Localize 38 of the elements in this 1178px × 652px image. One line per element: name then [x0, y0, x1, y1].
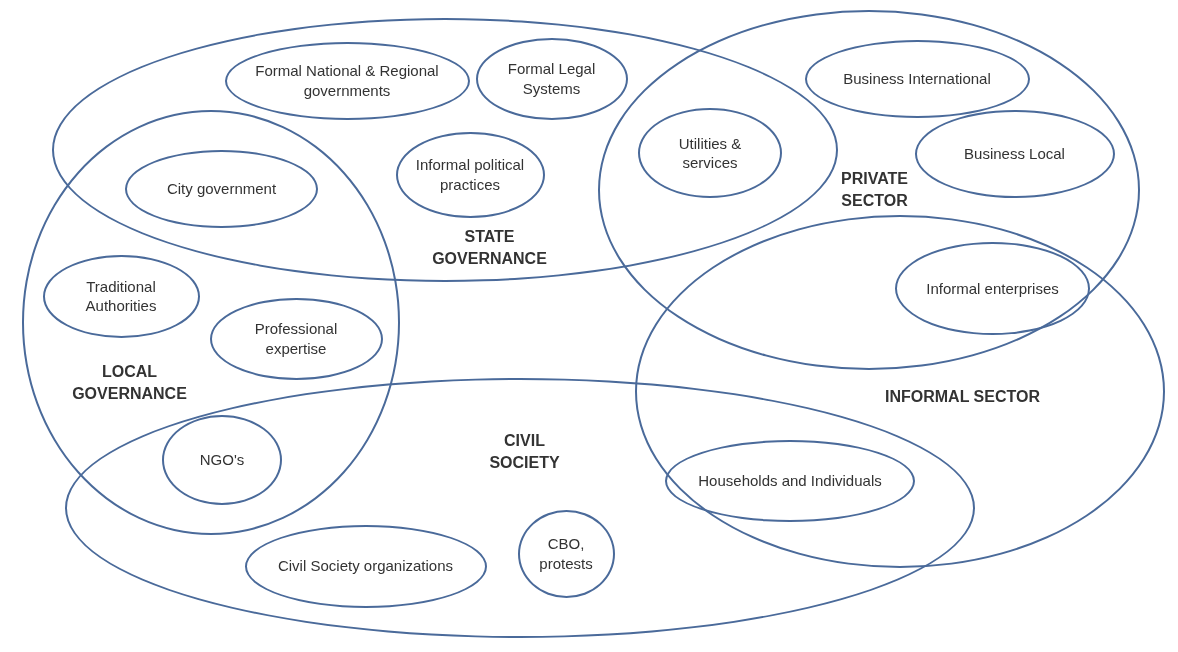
item-ellipse — [224, 41, 470, 120]
item-ellipse — [244, 524, 487, 608]
set-title: LOCAL GOVERNANCE — [71, 361, 188, 404]
item-label: Formal National & Regional governments — [254, 61, 440, 100]
set-title: INFORMAL SECTOR — [884, 386, 1041, 407]
set-ellipse — [635, 215, 1165, 568]
set-ellipse — [65, 378, 975, 638]
item-ellipse — [895, 242, 1090, 335]
item-ellipse — [475, 37, 628, 120]
item-ellipse — [517, 509, 615, 598]
set-title: PRIVATE SECTOR — [840, 168, 909, 211]
item-label: NGO's — [198, 450, 246, 470]
item-label: Business Local — [963, 143, 1066, 164]
item-label: Formal Legal Systems — [506, 59, 597, 98]
item-label: CBO, protests — [538, 534, 594, 573]
set-ellipse — [598, 10, 1140, 370]
set-ellipse — [22, 110, 400, 535]
item-ellipse — [395, 131, 545, 218]
item-ellipse — [125, 150, 318, 228]
set-title: STATE GOVERNANCE — [431, 226, 548, 269]
item-ellipse — [42, 254, 200, 338]
set-ellipse — [52, 18, 838, 282]
item-ellipse — [665, 440, 915, 522]
item-ellipse — [162, 415, 282, 505]
item-label: Professional expertise — [253, 319, 339, 358]
item-ellipse — [914, 109, 1115, 198]
item-label: Households and Individuals — [697, 471, 883, 491]
item-label: City government — [165, 179, 278, 199]
set-title: CIVIL SOCIETY — [488, 430, 561, 473]
item-label: Informal enterprises — [925, 278, 1060, 299]
item-label: Business International — [842, 68, 992, 89]
item-ellipse — [804, 39, 1030, 118]
item-label: Traditional Authorities — [84, 276, 158, 316]
item-label: Civil Society organizations — [276, 556, 455, 576]
item-ellipse — [209, 297, 383, 380]
item-ellipse — [638, 108, 782, 198]
item-label: Utilities & services — [677, 133, 743, 173]
item-label: Informal political practices — [414, 155, 526, 194]
